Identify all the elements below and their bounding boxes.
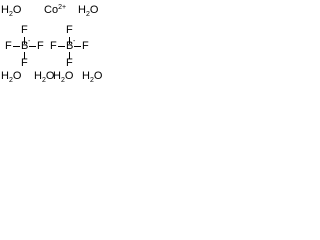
left-borate-bottom-fluorine: F [21,57,28,69]
left-borate-center-boron: B [21,40,29,52]
left-borate-right-fluorine: F [37,40,44,52]
left-borate-bottom-bond [24,52,25,59]
right-borate-left-bond [58,46,65,47]
left-borate-left-fluorine: F [5,40,12,52]
water-bottom-left: H2O [1,70,22,84]
right-borate-right-bond [74,46,81,47]
left-borate-negative-charge: - [28,38,31,45]
cobalt-ion: Co2+ [44,4,67,16]
right-borate-right-fluorine: F [82,40,89,52]
right-borate-left-fluorine: F [50,40,57,52]
left-borate-left-bond [13,46,20,47]
left-borate-right-bond [29,46,36,47]
water-bottom-center-right: H2O [53,70,74,84]
left-borate-top-fluorine: F [21,24,28,36]
right-borate-top-bond [69,37,70,44]
water-top-right: H2O [78,4,99,18]
left-borate-top-bond [24,37,25,44]
right-borate-bottom-fluorine: F [66,57,73,69]
right-borate-center-boron: B [66,40,74,52]
right-borate-bottom-bond [69,52,70,59]
right-borate-top-fluorine: F [66,24,73,36]
water-bottom-center-left: H2O [34,70,55,84]
right-borate-negative-charge: - [73,38,76,45]
water-bottom-right: H2O [82,70,103,84]
water-top-left: H2O [1,4,22,18]
